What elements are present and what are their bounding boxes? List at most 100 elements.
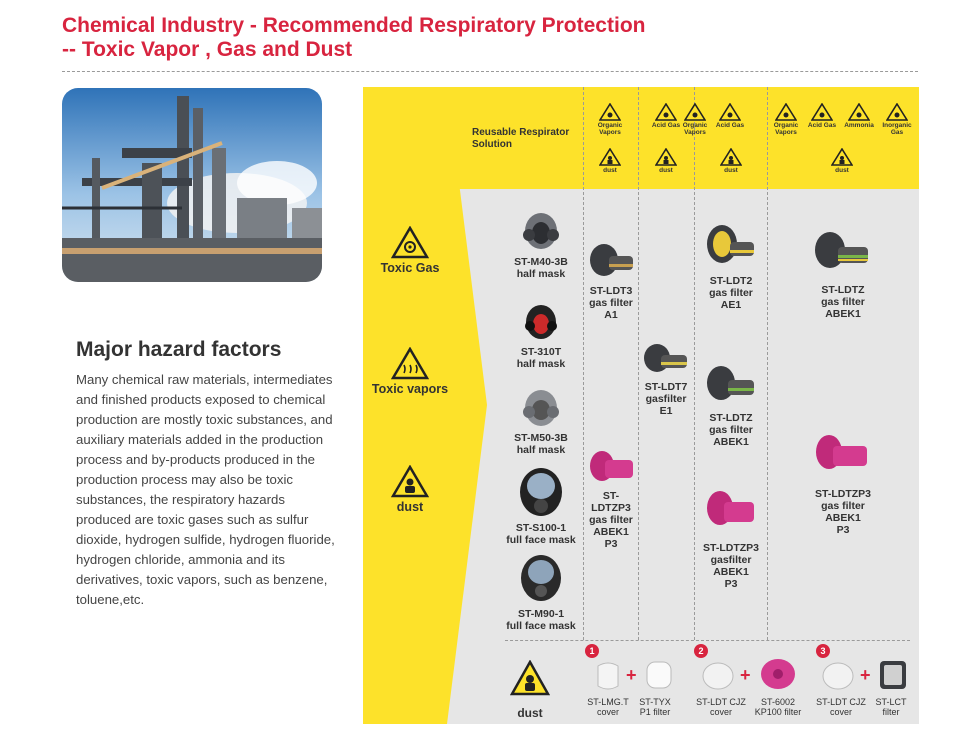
hazard-description: Many chemical raw materials, intermediat… xyxy=(76,372,335,607)
product-model: ST-LCT xyxy=(875,697,907,707)
header-bar xyxy=(444,87,919,189)
gas-filter-image xyxy=(707,366,754,400)
half-mask-image xyxy=(523,390,559,426)
header-col4-ammonia: Ammonia xyxy=(840,103,878,129)
dust-warning-icon xyxy=(831,148,853,166)
gas-filter-image xyxy=(816,435,867,469)
header-label: Vapors xyxy=(599,129,621,136)
product-type: cover xyxy=(596,707,619,717)
mask-type: half mask xyxy=(516,358,566,370)
filter-type: gas filter xyxy=(821,296,865,308)
side-hazard-label: Toxic vapors xyxy=(371,382,449,396)
half-mask-image xyxy=(525,305,557,339)
filter-model: ST-LDTZ xyxy=(709,412,753,424)
title-line-2: -- Toxic Vapor , Gas and Dust xyxy=(62,38,353,61)
header-col2-dust: dust xyxy=(630,148,702,174)
mask-model: ST-M50-3B xyxy=(514,432,568,444)
side-hazard-dust: dust xyxy=(371,465,449,514)
side-hazard-toxic-vapors: Toxic vapors xyxy=(371,347,449,396)
filter-class: E1 xyxy=(659,405,673,417)
column-divider xyxy=(638,87,639,640)
column-divider xyxy=(694,87,695,640)
header-label: Acid Gas xyxy=(651,122,681,129)
full-face-mask-image xyxy=(520,468,562,516)
filter-type: gas filter xyxy=(589,514,633,526)
header-label: dust xyxy=(835,167,849,174)
gas-filter-image xyxy=(590,244,633,276)
filter-class: AE1 xyxy=(720,299,742,311)
mask-model: ST-M40-3B xyxy=(514,256,568,268)
dust-icon xyxy=(391,465,429,498)
cover-image xyxy=(702,662,734,690)
side-hazard-label: Toxic Gas xyxy=(380,261,440,275)
mask-model: ST-M90-1 xyxy=(517,608,565,620)
filter-type: gas filter xyxy=(589,297,633,309)
product-model: ST-TYX xyxy=(639,697,671,707)
product-type: P1 filter xyxy=(639,707,671,717)
dust-warning-icon xyxy=(720,148,742,166)
product-model: ST-LDT CJZ xyxy=(816,697,866,707)
mask-type: half mask xyxy=(516,444,566,456)
filter-class: ABEK1 xyxy=(825,308,861,320)
header-label: Organic xyxy=(597,122,623,129)
plus-sign: + xyxy=(740,665,751,685)
reusable-label-line1: Reusable Respirator xyxy=(472,127,570,138)
row-divider xyxy=(505,640,910,641)
filter-model: ST-LDTZP3 xyxy=(591,490,631,514)
mask-type: full face mask xyxy=(506,534,576,546)
product-model: ST-6002 xyxy=(760,697,796,707)
kp100-filter-image xyxy=(761,659,795,689)
warning-triangle-icon xyxy=(775,103,797,121)
warning-triangle-icon xyxy=(684,103,706,121)
dust-warning-icon xyxy=(599,148,621,166)
cover-image xyxy=(597,662,619,690)
gas-filter-image xyxy=(815,232,868,268)
warning-triangle-icon xyxy=(811,103,833,121)
filter-model: ST-LDTZP3 xyxy=(702,542,759,554)
gas-filter-image xyxy=(644,344,687,372)
title-line-1: Chemical Industry - Recommended Respirat… xyxy=(62,14,646,37)
side-hazard-toxic-gas: Toxic Gas xyxy=(371,226,449,275)
gas-filter-image xyxy=(590,451,633,481)
plus-sign: + xyxy=(860,665,871,685)
side-hazard-label: dust xyxy=(396,500,424,514)
header-col1-dust: dust xyxy=(574,148,646,174)
filter-model: ST-LDTZ xyxy=(821,284,865,296)
reusable-label-line2: Solution xyxy=(472,139,512,150)
dust-warning-icon xyxy=(655,148,677,166)
warning-triangle-icon xyxy=(599,103,621,121)
full-face-mask-image xyxy=(521,555,561,601)
hazard-heading: Major hazard factors xyxy=(76,338,282,361)
header-label: Acid Gas xyxy=(715,122,745,129)
column-divider xyxy=(583,87,584,640)
reusable-respirator-label: Reusable Respirator Solution xyxy=(472,127,569,151)
filter-type: gas filter xyxy=(821,500,865,512)
warning-triangle-icon xyxy=(848,103,870,121)
product-type: cover xyxy=(709,707,732,717)
cover-image xyxy=(822,662,854,690)
toxic-vapors-icon xyxy=(391,347,429,380)
filter-type: gas filter xyxy=(709,287,753,299)
product-type: cover xyxy=(829,707,852,717)
header-col3-dust: dust xyxy=(695,148,767,174)
warning-triangle-icon xyxy=(719,103,741,121)
filter-model: ST-LDT7 xyxy=(644,381,688,393)
filter-class: P3 xyxy=(836,524,850,536)
chemical-plant-photo xyxy=(62,88,322,282)
header-label: Inorganic xyxy=(882,122,912,129)
product-type: filter xyxy=(882,707,900,717)
page-title: Chemical Industry - Recommended Respirat… xyxy=(62,14,922,62)
header-col-acid-gas: Acid Gas xyxy=(630,103,702,129)
